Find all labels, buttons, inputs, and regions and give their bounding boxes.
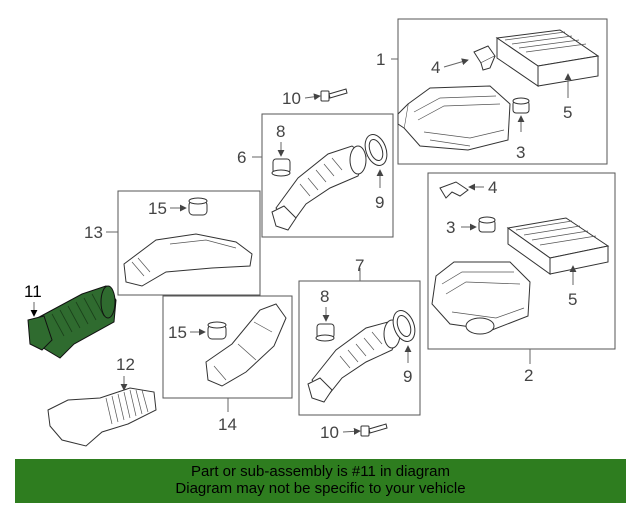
callout-8a[interactable]: 8: [276, 122, 285, 141]
callout-6[interactable]: 6: [237, 148, 246, 167]
callout-4b[interactable]: 4: [488, 178, 497, 197]
resonator-13[interactable]: [123, 233, 253, 287]
callout-8b[interactable]: 8: [320, 287, 329, 306]
air-duct-14[interactable]: [205, 303, 287, 387]
grommet-15b[interactable]: [207, 321, 227, 340]
callout-5a[interactable]: 5: [563, 103, 572, 122]
air-cleaner-housing-1[interactable]: [397, 85, 511, 151]
callout-15b[interactable]: 15: [168, 323, 187, 342]
callout-10b[interactable]: 10: [320, 423, 339, 442]
group-box-2: [427, 172, 616, 350]
group-box-6: [261, 113, 394, 238]
bolt-10b[interactable]: [360, 423, 388, 437]
air-filter-element-5b[interactable]: [506, 217, 610, 275]
callout-13[interactable]: 13: [84, 223, 103, 242]
callout-7[interactable]: 7: [355, 256, 364, 275]
intake-duct-7[interactable]: [307, 319, 401, 403]
callout-15a[interactable]: 15: [148, 199, 167, 218]
callout-11[interactable]: 11: [24, 282, 42, 301]
air-filter-element-5[interactable]: [495, 29, 600, 87]
seal-ring-9b[interactable]: [389, 308, 419, 345]
group-box-1: [397, 18, 608, 165]
callout-4a[interactable]: 4: [431, 58, 440, 77]
callout-9b[interactable]: 9: [403, 367, 412, 386]
clip-8b[interactable]: [315, 323, 335, 342]
air-duct-12[interactable]: [47, 387, 157, 447]
callout-5b[interactable]: 5: [568, 290, 577, 309]
air-intake-hose-11[interactable]: [27, 285, 117, 359]
grommet-15a[interactable]: [188, 197, 208, 216]
info-banner: Part or sub-assembly is #11 in diagram D…: [15, 459, 626, 503]
callout-2[interactable]: 2: [524, 366, 533, 385]
group-box-13: [117, 190, 261, 296]
grommet-3b[interactable]: [478, 216, 496, 233]
clip-8a[interactable]: [271, 158, 291, 177]
callout-3a[interactable]: 3: [516, 143, 525, 162]
air-cleaner-housing-2[interactable]: [431, 261, 531, 335]
grommet-3a[interactable]: [512, 97, 530, 114]
banner-line-2: Diagram may not be specific to your vehi…: [175, 480, 466, 497]
sensor-4[interactable]: [473, 45, 496, 71]
callout-1[interactable]: 1: [376, 50, 385, 69]
callout-10a[interactable]: 10: [282, 89, 301, 108]
callout-3b[interactable]: 3: [446, 218, 455, 237]
seal-ring-9a[interactable]: [361, 132, 391, 169]
callout-12[interactable]: 12: [116, 355, 135, 374]
bolt-10a[interactable]: [320, 88, 348, 102]
callout-9a[interactable]: 9: [375, 193, 384, 212]
sensor-4b[interactable]: [439, 181, 469, 199]
intake-duct-6[interactable]: [271, 145, 367, 231]
banner-line-1: Part or sub-assembly is #11 in diagram: [191, 463, 450, 480]
callout-14[interactable]: 14: [218, 415, 237, 434]
